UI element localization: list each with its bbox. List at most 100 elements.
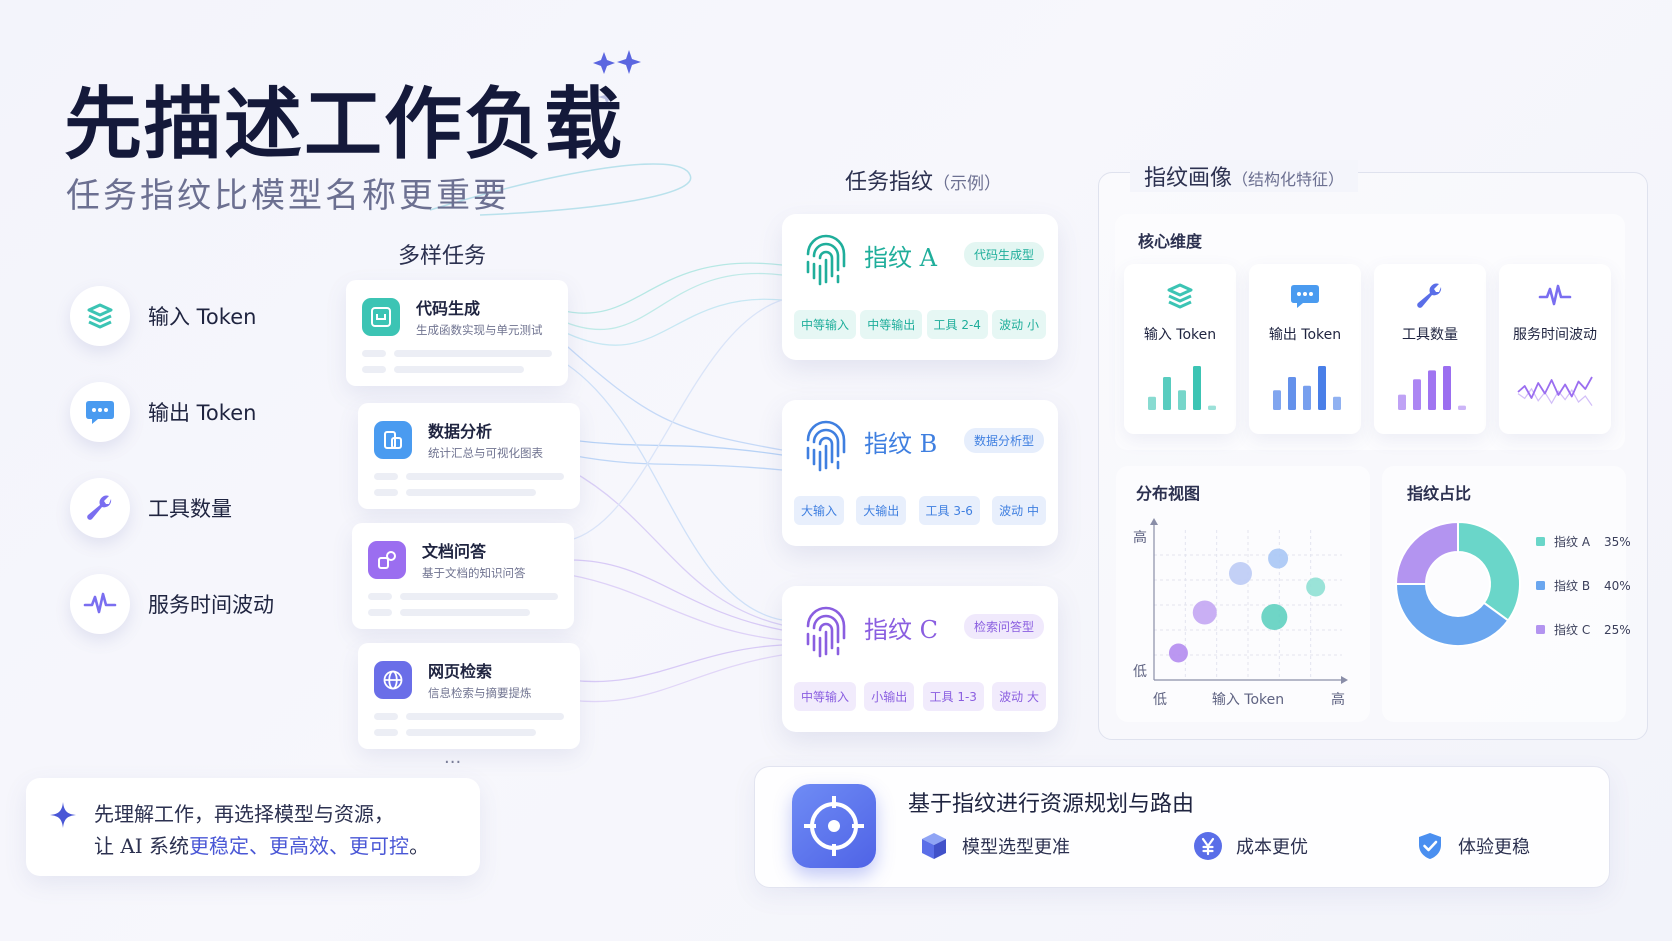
dimension-label: 工具数量 [1402, 327, 1458, 343]
fingerprint-chip: 波动 小 [992, 310, 1046, 339]
fingerprint-chip: 中等输入 [794, 682, 857, 711]
benefit-label: 体验更稳 [1458, 837, 1530, 858]
benefit-model-selection: 模型选型更准 [918, 830, 1070, 862]
mini-bar [1148, 396, 1156, 410]
tasks-title: 多样任务 [398, 244, 487, 269]
feature-label: 服务时间波动 [148, 593, 274, 617]
layers-icon [1160, 276, 1200, 316]
dimension-card-service-time-variance: 服务时间波动 [1499, 264, 1611, 434]
legend-value: 35% [1604, 535, 1631, 549]
core-dimensions-title: 核心维度 [1138, 232, 1203, 251]
fingerprint-chip: 中等输入 [794, 310, 857, 339]
fingerprint-card-b: 指纹 B 数据分析型 大输入 大输出 工具 3-6 波动 中 [782, 400, 1058, 546]
y-tick-label: 低 [1133, 664, 1147, 680]
fingerprint-type-badge: 数据分析型 [963, 428, 1044, 453]
summary-quote-box [26, 778, 480, 876]
globe-icon [374, 661, 412, 699]
benefit-cost: 成本更优 [1192, 830, 1308, 862]
legend-swatch [1536, 625, 1545, 634]
legend-value: 40% [1604, 579, 1631, 593]
dimension-label: 输出 Token [1268, 327, 1342, 343]
profile-title-note: （结构化特征） [1232, 170, 1345, 189]
fingerprint-chip: 工具 2-4 [926, 310, 988, 339]
fingerprint-chip: 大输入 [794, 496, 845, 525]
cube-icon [922, 833, 946, 859]
task-card-data-analysis: 数据分析 统计汇总与可视化图表 [358, 403, 580, 509]
mini-bar [1458, 405, 1466, 410]
donut-slice [1394, 520, 1459, 585]
legend-value: 25% [1604, 623, 1631, 637]
mini-bar-chart [1273, 366, 1341, 410]
code-icon [362, 298, 400, 336]
fingerprint-title: 任务指纹（示例） [845, 170, 1002, 195]
mini-bar [1163, 377, 1171, 410]
mini-wave-line [1517, 376, 1593, 399]
mini-bar-chart [1398, 366, 1466, 410]
dimension-card-tool-count: 工具数量 [1374, 264, 1486, 434]
mini-bar [1428, 370, 1436, 410]
legend-label: 指纹 A [1554, 534, 1591, 549]
fingerprint-icon [806, 234, 846, 286]
fingerprint-card-a: 指纹 A 代码生成型 中等输入 中等输出 工具 2-4 波动 小 [782, 214, 1058, 360]
legend-label: 指纹 B [1554, 578, 1590, 593]
layers-icon [70, 286, 130, 346]
x-axis-label: 输入 Token [1212, 692, 1284, 708]
distribution-box [1116, 466, 1370, 722]
feature-input-token: 输入 Token [70, 284, 256, 348]
task-desc: 生成函数实现与单元测试 [416, 323, 543, 337]
benefit-experience: 体验更稳 [1414, 830, 1530, 862]
fingerprint-name: 指纹 A [864, 244, 937, 272]
scatter-point [1168, 643, 1188, 663]
feature-output-token: 输出 Token [70, 380, 256, 444]
fingerprint-title-note: （示例） [933, 174, 1002, 194]
document-icon [368, 541, 406, 579]
distribution-scatter-chart: 高低低高输入 Token [1133, 518, 1348, 708]
y-axis-arrow [1150, 518, 1158, 525]
dimension-card-output-token: 输出 Token [1249, 264, 1361, 434]
task-name: 文档问答 [422, 542, 487, 561]
feature-label: 输出 Token [148, 401, 257, 425]
task-desc: 基于文档的知识问答 [422, 566, 526, 580]
profile-title: 指纹画像（结构化特征） [1130, 160, 1359, 192]
x-tick-label: 高 [1331, 691, 1345, 708]
yen-coin-icon [1194, 832, 1222, 860]
mini-bar [1178, 390, 1186, 410]
routing-box [754, 766, 1610, 888]
share-title: 指纹占比 [1407, 484, 1472, 503]
chat-bubble-icon [1285, 276, 1325, 316]
fingerprint-icon [806, 420, 846, 472]
page-subtitle: 任务指纹比模型名称更重要 [66, 176, 510, 216]
summary-highlight: 更稳定、更高效、更可控 [189, 834, 410, 858]
scatter-point [1192, 600, 1217, 625]
summary-line-1: 先理解工作，再选择模型与资源， [94, 802, 394, 826]
mini-line-chart [1517, 376, 1593, 406]
pulse-icon [1535, 276, 1575, 316]
dimension-label: 服务时间波动 [1513, 327, 1597, 343]
fingerprint-chip: 工具 1-3 [922, 682, 984, 711]
tasks-more-ellipsis: ··· [444, 752, 462, 773]
mini-bar [1333, 396, 1341, 410]
mini-bar [1273, 390, 1281, 410]
summary-line-2: 让 AI 系统更稳定、更高效、更可控。 [94, 834, 430, 858]
mini-bar [1413, 379, 1421, 410]
fingerprint-chip: 工具 3-6 [918, 496, 980, 525]
feature-label: 输入 Token [148, 305, 257, 329]
task-desc: 统计汇总与可视化图表 [428, 446, 543, 460]
scatter-point [1261, 604, 1288, 630]
wrench-icon [70, 478, 130, 538]
dimension-card-input-token: 输入 Token [1124, 264, 1236, 434]
fingerprint-name: 指纹 C [864, 616, 938, 644]
pulse-icon [70, 574, 130, 634]
scatter-point [1306, 577, 1326, 597]
dimension-label: 输入 Token [1143, 327, 1217, 343]
task-card-document-qa: 文档问答 基于文档的知识问答 [352, 523, 574, 629]
fingerprint-chip: 小输出 [864, 682, 915, 711]
mini-bar [1443, 366, 1451, 410]
mini-bar [1208, 405, 1216, 410]
wrench-icon [1410, 276, 1450, 316]
feature-service-time-variance: 服务时间波动 [70, 572, 274, 636]
fingerprint-type-badge: 代码生成型 [963, 242, 1044, 267]
y-tick-label: 高 [1133, 529, 1147, 546]
fingerprint-chip: 波动 大 [992, 682, 1046, 711]
